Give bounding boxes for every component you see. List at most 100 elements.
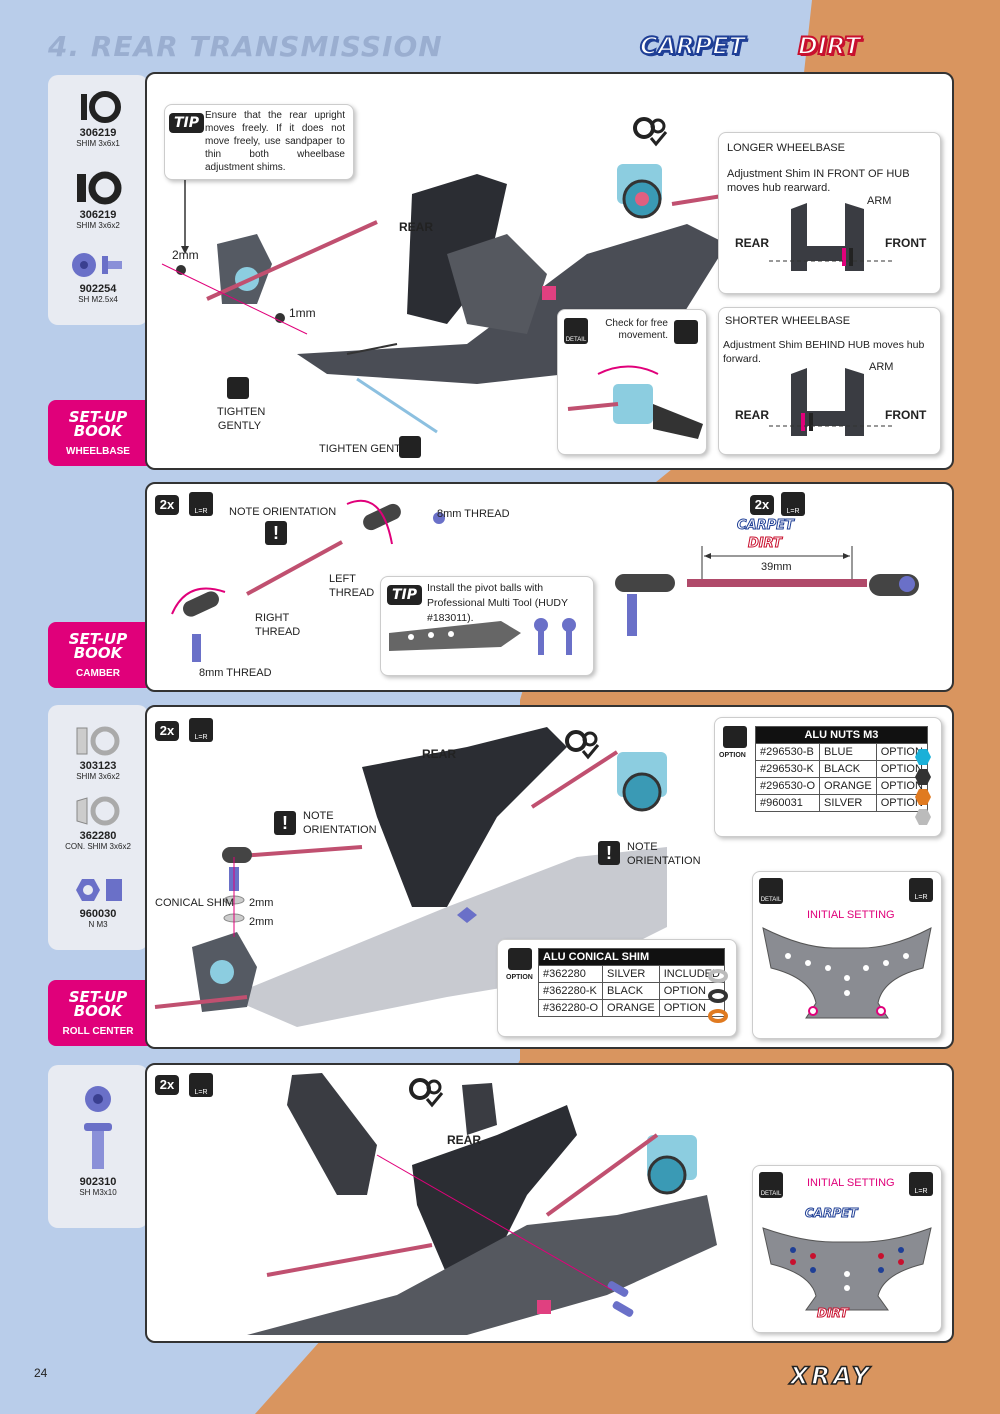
part-code: #960031: [754, 794, 821, 812]
option-label: OPTION: [506, 974, 533, 981]
dirt-tag: DIRT: [816, 1306, 849, 1321]
initial-setting-detail-box: DETAIL L=R INITIAL SETTING CARPET DIRT: [752, 1165, 942, 1333]
thread-8mm-label: 8mm THREAD: [437, 508, 510, 520]
quantity-2x-icon: 2x: [155, 1075, 179, 1095]
check-text: Check for free movement.: [605, 318, 668, 341]
part-item: 306219 SHIM 3x6x1: [48, 90, 148, 148]
shorter-wheelbase-box: SHORTER WHEELBASE Adjustment Shim BEHIND…: [718, 307, 941, 455]
part-desc: SH M3x10: [79, 1188, 117, 1197]
check-gear-icon: [633, 117, 668, 147]
nut-icon: [76, 879, 122, 901]
rotation-check-icon: [674, 320, 698, 344]
thumbs-up-icon: [723, 726, 747, 748]
conical-shim-swatches: [708, 969, 728, 1023]
screw-icon: [84, 1086, 112, 1169]
part-color: ORANGE: [819, 777, 877, 795]
part-code: #362280-O: [537, 999, 604, 1017]
left-equals-right-icon: L=R: [909, 878, 933, 902]
part-status: OPTION: [875, 743, 928, 761]
check-gear-icon: [409, 1078, 444, 1108]
right-thread-label: RIGHT THREAD: [255, 612, 301, 638]
part-item: 960030 N M3: [48, 875, 148, 929]
shock-tower-diagram: [762, 927, 932, 1019]
arm-label: ARM: [869, 361, 894, 373]
arm-label: ARM: [867, 195, 892, 207]
shim-icon: [76, 726, 120, 756]
tighten-gently-label: TIGHTEN GENTLY: [319, 443, 414, 455]
detail-icon: DETAIL: [759, 878, 783, 904]
tip-text: Ensure that the rear upright moves freel…: [205, 110, 345, 173]
xray-logo: XRAY: [789, 1361, 873, 1391]
part-color: BLUE: [819, 743, 877, 761]
part-code: 902254: [79, 283, 117, 295]
table-header: ALU NUTS M3: [755, 726, 928, 744]
front-label: FRONT: [885, 236, 927, 250]
note-orientation-label: NOTE ORIENTATION: [303, 810, 377, 836]
setup-book-label: SET-UP BOOK: [68, 408, 128, 440]
page-number: 24: [34, 1366, 48, 1380]
detail-icon: DETAIL: [564, 318, 588, 344]
part-color: SILVER: [602, 965, 660, 983]
quantity-2x-icon: 2x: [155, 495, 179, 515]
part-desc: SHIM 3x6x2: [76, 221, 120, 230]
part-status: INCLUDED: [658, 965, 725, 983]
warning-icon: !: [274, 811, 296, 835]
tip-icon: TIP: [387, 585, 423, 605]
setup-book-roll-center[interactable]: SET-UP BOOK ROLL CENTER: [48, 980, 148, 1046]
step2-panel: 2x L=R NOTE ORIENTATION ! 8mm THREAD 8mm…: [145, 482, 954, 692]
shim-2mm-label: 2mm: [249, 916, 274, 928]
camber-link-illustration: [171, 499, 445, 662]
step1-panel: TIP Ensure that the rear upright moves f…: [145, 72, 954, 470]
rear-label: REAR: [735, 236, 770, 250]
step3-panel: 2x L=R REAR ! NOTE ORIENTATION ! NOTE OR…: [145, 705, 954, 1049]
setup-book-wheelbase[interactable]: SET-UP BOOK WHEELBASE: [48, 400, 148, 466]
option-label: OPTION: [719, 752, 746, 759]
screw-icon: [72, 253, 122, 277]
shorter-wheelbase-title: SHORTER WHEELBASE: [725, 315, 851, 327]
part-status: OPTION: [658, 999, 725, 1017]
shock-tower-assembly-illustration: [247, 1073, 717, 1335]
hex-wrench-icon: [399, 436, 421, 458]
part-color: BLACK: [819, 760, 877, 778]
free-movement-detail-box: DETAIL Check for free movement.: [557, 309, 707, 455]
parts-list-step1: 306219 SHIM 3x6x1 306219 SHIM 3x6x2 9022…: [48, 75, 148, 325]
upright-detail-illustration: [567, 365, 703, 439]
part-code: 960030: [79, 908, 117, 920]
tighten-gently-label: TIGHTEN GENTLY: [217, 406, 266, 432]
part-code: #362280-K: [537, 982, 604, 1000]
part-status: OPTION: [875, 794, 928, 812]
shock-tower-setting-diagram: [762, 1227, 932, 1311]
multi-tool-illustration: [389, 618, 576, 655]
part-code: 306219: [79, 209, 117, 221]
initial-setting-label: INITIAL SETTING: [807, 909, 895, 921]
part-code: #296530-B: [754, 743, 821, 761]
carpet-tag: CARPET: [805, 1206, 859, 1221]
table-header: ALU CONICAL SHIM: [538, 948, 725, 966]
setup-book-camber[interactable]: SET-UP BOOK CAMBER: [48, 622, 148, 688]
step4-panel: 2x L=R REAR DETAIL L=R INITIAL SETTING C…: [145, 1063, 954, 1343]
dirt-tag: DIRT: [748, 536, 783, 552]
part-code: #296530-O: [754, 777, 821, 795]
setup-book-topic: ROLL CENTER: [62, 1026, 134, 1037]
part-status: OPTION: [875, 777, 928, 795]
longer-wheelbase-text: Adjustment Shim IN FRONT OF HUB moves hu…: [727, 168, 910, 194]
tip-text: Install the pivot balls with Professiona…: [427, 582, 568, 624]
part-item: 362280 CON. SHIM 3x6x2: [48, 795, 148, 851]
rear-label: REAR: [422, 747, 457, 761]
left-thread-label: LEFT THREAD: [329, 573, 375, 599]
left-equals-right-icon: L=R: [189, 718, 213, 742]
longer-wheelbase-box: LONGER WHEELBASE Adjustment Shim IN FRON…: [718, 132, 941, 294]
conical-shim-icon: [76, 796, 120, 826]
part-desc: SHIM 3x6x2: [76, 772, 120, 781]
hex-wrench-icon: [227, 377, 249, 399]
part-color: BLACK: [602, 982, 660, 1000]
front-label: FRONT: [885, 408, 927, 422]
tip-box: TIP Ensure that the rear upright moves f…: [164, 104, 354, 180]
